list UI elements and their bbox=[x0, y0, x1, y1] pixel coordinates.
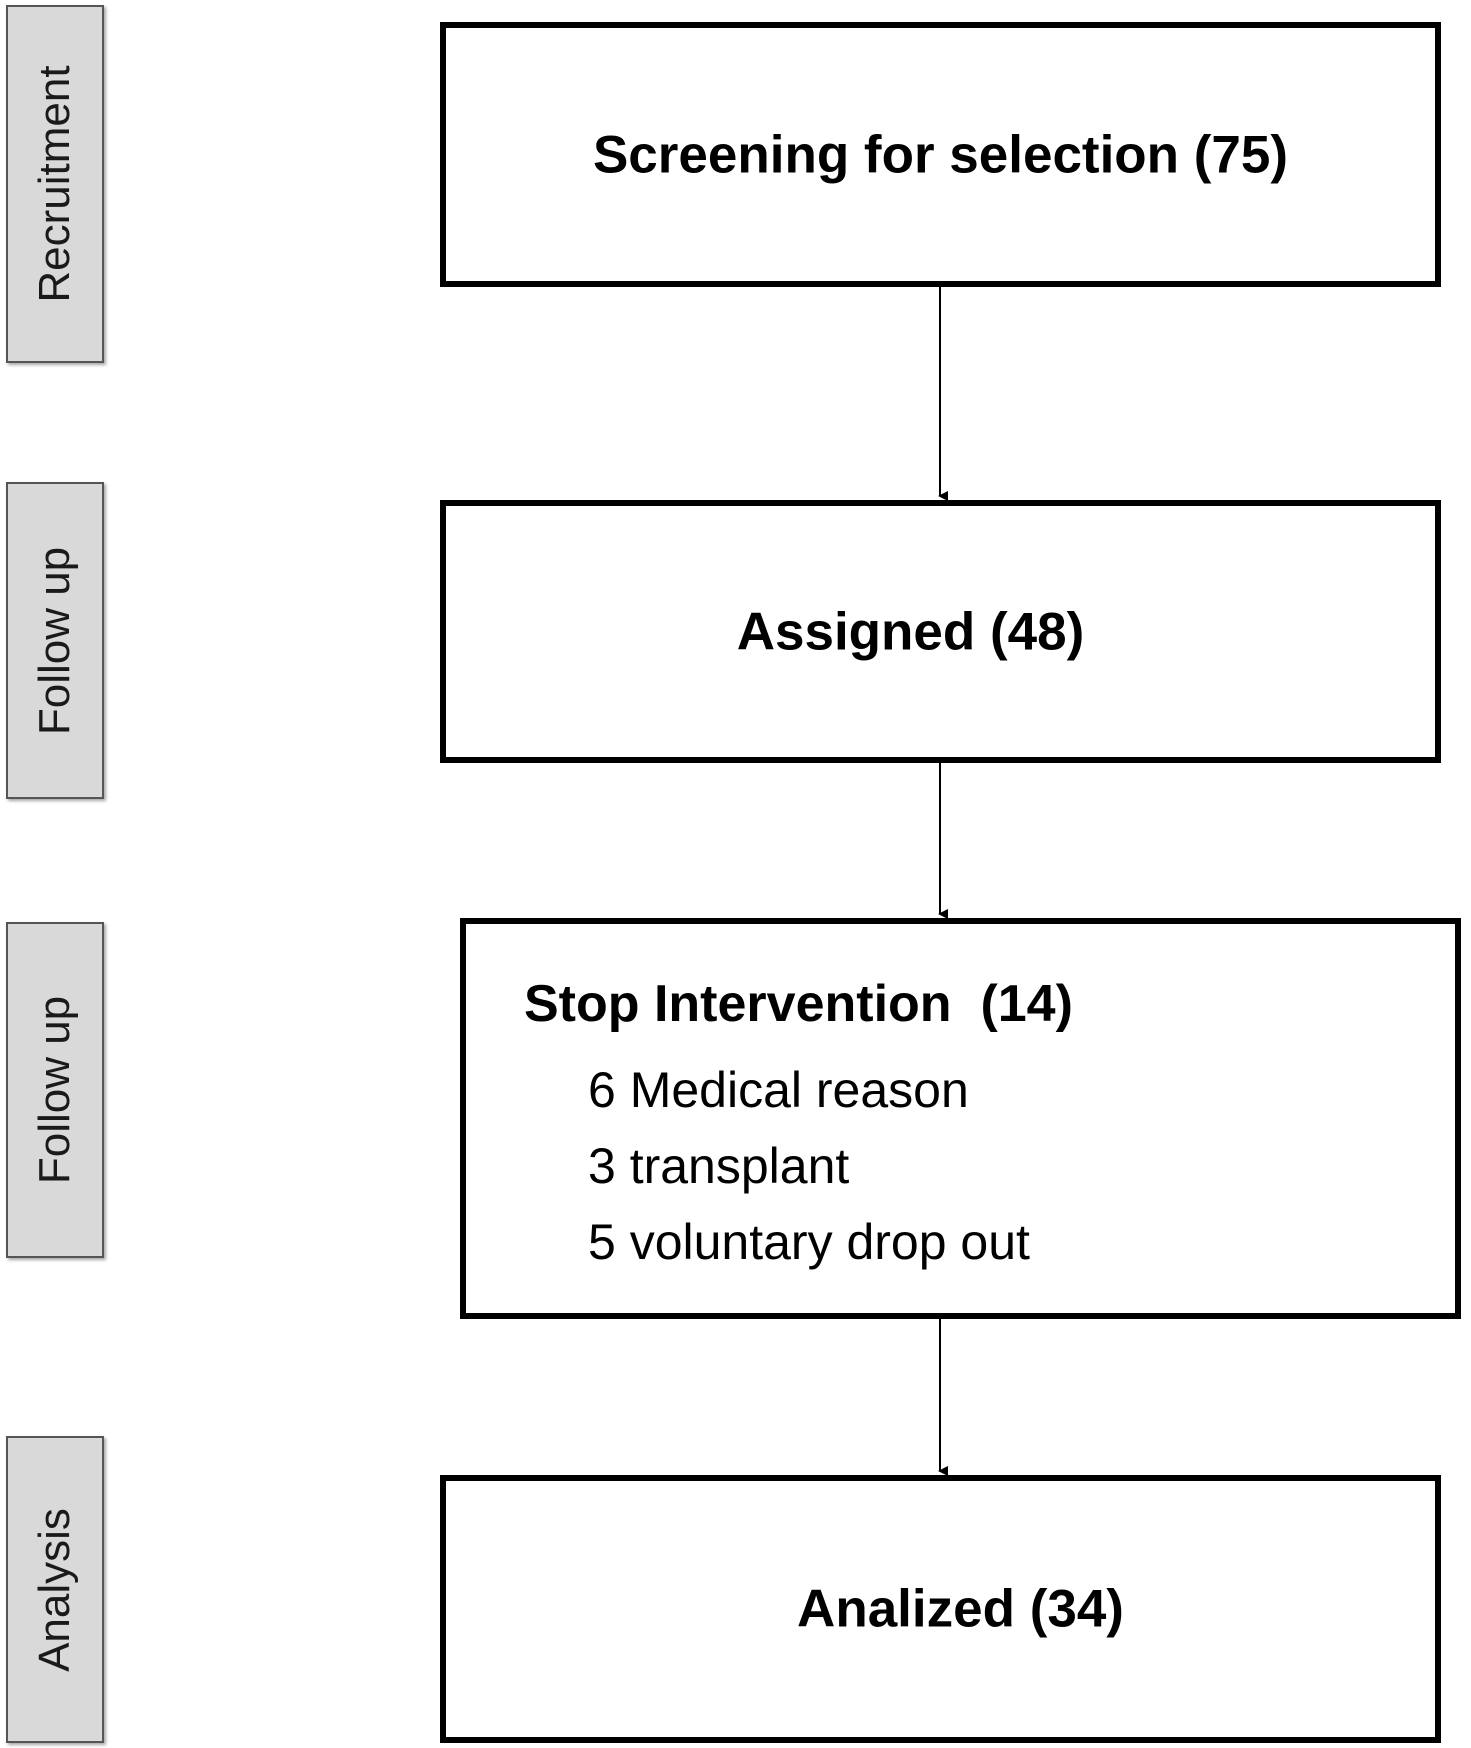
assigned-box-text: Assigned (48) bbox=[736, 602, 1085, 661]
stop-intervention-box: Stop Intervention (14) 6 Medical reason … bbox=[460, 918, 1461, 1319]
stop-reason-item: 6 Medical reason bbox=[588, 1062, 969, 1118]
stage-label-analysis: Analysis bbox=[6, 1436, 104, 1743]
stage-label-text: Analysis bbox=[30, 1507, 79, 1672]
stop-reason-item: 3 transplant bbox=[588, 1138, 850, 1194]
stage-label-text: Follow up bbox=[30, 995, 79, 1185]
stage-label-text: Follow up bbox=[30, 546, 79, 735]
stage-label-follow-up-1: Follow up bbox=[6, 482, 104, 799]
stage-label-text: Recruitment bbox=[30, 65, 79, 303]
stage-label-follow-up-2: Follow up bbox=[6, 922, 104, 1258]
stop-reason-item: 5 voluntary drop out bbox=[588, 1214, 1030, 1270]
stop-intervention-title: Stop Intervention (14) bbox=[524, 975, 1073, 1033]
screening-box: Screening for selection (75) bbox=[440, 22, 1441, 287]
stage-label-recruitment: Recruitment bbox=[6, 5, 104, 363]
analized-box-text: Analized (34) bbox=[797, 1579, 1124, 1639]
assigned-box: Assigned (48) bbox=[440, 500, 1441, 763]
screening-box-text: Screening for selection (75) bbox=[592, 125, 1289, 184]
analized-box: Analized (34) bbox=[440, 1475, 1441, 1743]
stop-reasons-list: 6 Medical reason 3 transplant 5 voluntar… bbox=[588, 1052, 1030, 1280]
